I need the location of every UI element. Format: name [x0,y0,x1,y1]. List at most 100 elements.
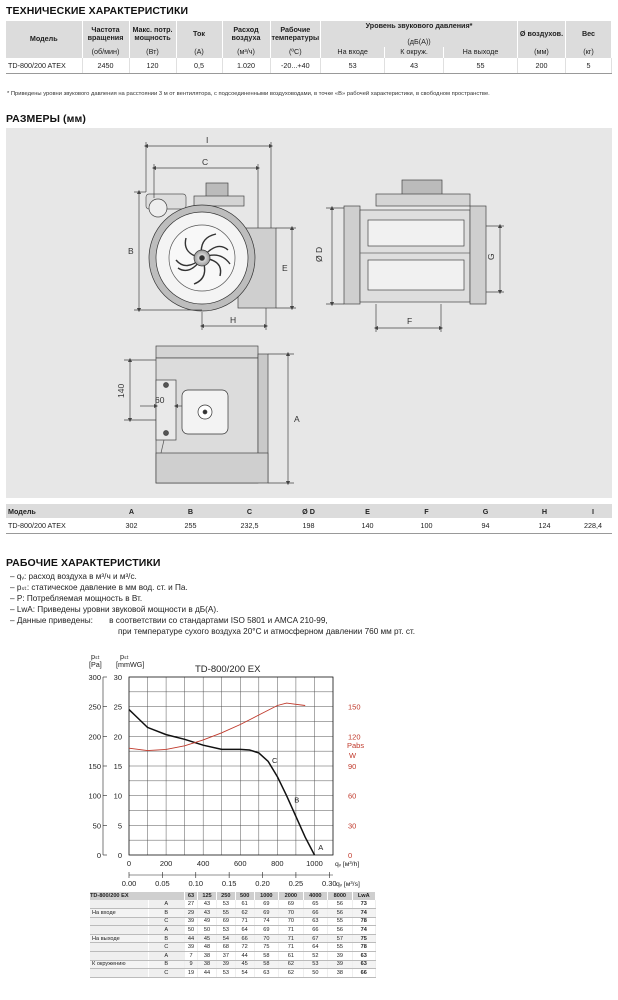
x2-tick-label: 0.20 [255,879,270,888]
y-label-mm-unit: [mmWG] [116,660,144,669]
y-tick-label-mm: 15 [114,762,122,771]
noise-cell: 62 [235,908,255,918]
y-label-pa-unit: [Pa] [89,660,102,669]
spec-unit-power: (Вт) [129,47,177,58]
spec-unit-temp: (ºC) [270,47,322,58]
noise-header-model: TD-800/200 EX [90,892,185,900]
footnote: * Приведены уровни звукового давления на… [7,91,490,97]
x2-label: qᵥ [м³/s] [336,881,360,888]
noise-header-freq: 1000 [254,892,280,900]
noise-cell: 45 [235,960,255,970]
y-tick-label-pa: 150 [88,762,101,771]
dims-header-3: C [220,504,279,518]
spec-cell-flow: 1.020 [222,58,271,74]
noise-cell: 57 [327,934,353,944]
dims-header-4: Ø D [279,504,338,518]
section-title-perf: РАБОЧИЕ ХАРАКТЕРИСТИКИ [6,557,161,569]
noise-group-cell [90,900,149,910]
noise-group-cell [90,917,149,927]
noise-header-freq: 500 [235,892,255,900]
noise-cell: 9 [184,960,199,970]
noise-cell: 29 [184,908,199,918]
noise-header-freq: 250 [216,892,236,900]
y-label-mm: pₛₜ [120,652,129,661]
dims-cell-7: 94 [456,518,515,534]
noise-cell: 49 [197,917,217,927]
noise-header-freq: 8000 [327,892,353,900]
dims-header-6: F [397,504,456,518]
noise-cell: 69 [254,908,280,918]
noise-cell: 62 [278,968,304,978]
spec-table: Модель Частота вращения Макс. потр. мощн… [6,21,612,74]
noise-header-freq: 125 [197,892,217,900]
noise-header-freq: 63 [184,892,199,900]
spec-header-model: Модель [6,21,83,58]
dims-cell-2: 255 [161,518,220,534]
noise-cell: 39 [327,960,353,970]
spec-unit-flow: (м³/ч) [222,47,271,58]
spec-header-temp: Рабочие температуры [270,21,322,47]
spec-cell-power: 120 [129,58,177,74]
noise-group-label: На входе [90,908,149,918]
noise-cell: 66 [235,934,255,944]
y-label-pa: pₛₜ [91,652,100,661]
spec-header-flow: Расход воздуха [222,21,271,47]
noise-cell: 50 [197,925,217,935]
spec-cell-diam: 200 [517,58,566,74]
x-tick-label: 600 [234,859,247,868]
dims-cell-6: 100 [397,518,456,534]
noise-group-cell [90,942,149,953]
noise-cell: 65 [303,900,329,910]
noise-cell: 44 [197,968,217,978]
noise-cell: 43 [197,900,217,910]
noise-cell: 39 [184,917,199,927]
section-title-tech: ТЕХНИЧЕСКИЕ ХАРАКТЕРИСТИКИ [6,5,189,17]
x-label: qᵥ [м³/h] [335,861,359,868]
y-tick-label-power: 150 [348,703,361,712]
spec-cell-speed: 2450 [82,58,130,74]
noise-cell: 37 [216,951,236,961]
noise-cell: 71 [278,934,304,944]
noise-point-label: A [148,900,185,910]
noise-cell: 7 [184,951,199,961]
pressure-curve [128,709,316,856]
noise-cell: 44 [184,934,199,944]
y-tick-label-mm: 0 [118,851,122,860]
noise-cell: 63 [303,917,329,927]
x-tick-label: 400 [197,859,210,868]
dimension-drawing-svg: I C B E H Ø D G F A 140 60 [116,135,504,486]
y-tick-label-pa: 50 [93,821,101,830]
noise-cell: 48 [197,942,217,953]
legend-line-2: – pₛₜ: статическое давление в мм вод. ст… [10,582,188,592]
y-tick-label-pa: 100 [88,792,101,801]
spec-unit-surround: К окруж. [384,47,444,58]
noise-cell: 70 [278,917,304,927]
noise-cell: 39 [327,951,353,961]
noise-cell: 50 [303,968,329,978]
noise-point-label: C [148,968,185,978]
noise-cell: 63 [254,968,280,978]
noise-point-label: C [148,917,185,927]
noise-cell: 62 [278,960,304,970]
noise-cell: 43 [197,908,217,918]
noise-cell: 53 [216,900,236,910]
spec-header-sound: Уровень звукового давления* (дБ(A)) [320,21,518,47]
x2-tick-label: 0.00 [122,879,137,888]
noise-cell: 70 [278,908,304,918]
noise-cell: 55 [327,942,353,953]
noise-cell: 64 [303,942,329,953]
perf-legend: – qᵥ: расход воздуха в м³/ч и м³/с. – pₛ… [10,572,415,637]
dim-label-D: Ø D [314,247,324,262]
dims-cell-9: 228,4 [574,518,612,534]
x-tick-label: 1000 [306,859,323,868]
noise-cell: 72 [235,942,255,953]
dims-header-5: E [338,504,397,518]
noise-cell: 56 [327,908,353,918]
y-label-power: Pabs [347,741,364,750]
legend-line-6: при температуре сухого воздуха 20°C и ат… [118,626,416,636]
noise-cell: 54 [235,968,255,978]
noise-cell: 69 [254,925,280,935]
